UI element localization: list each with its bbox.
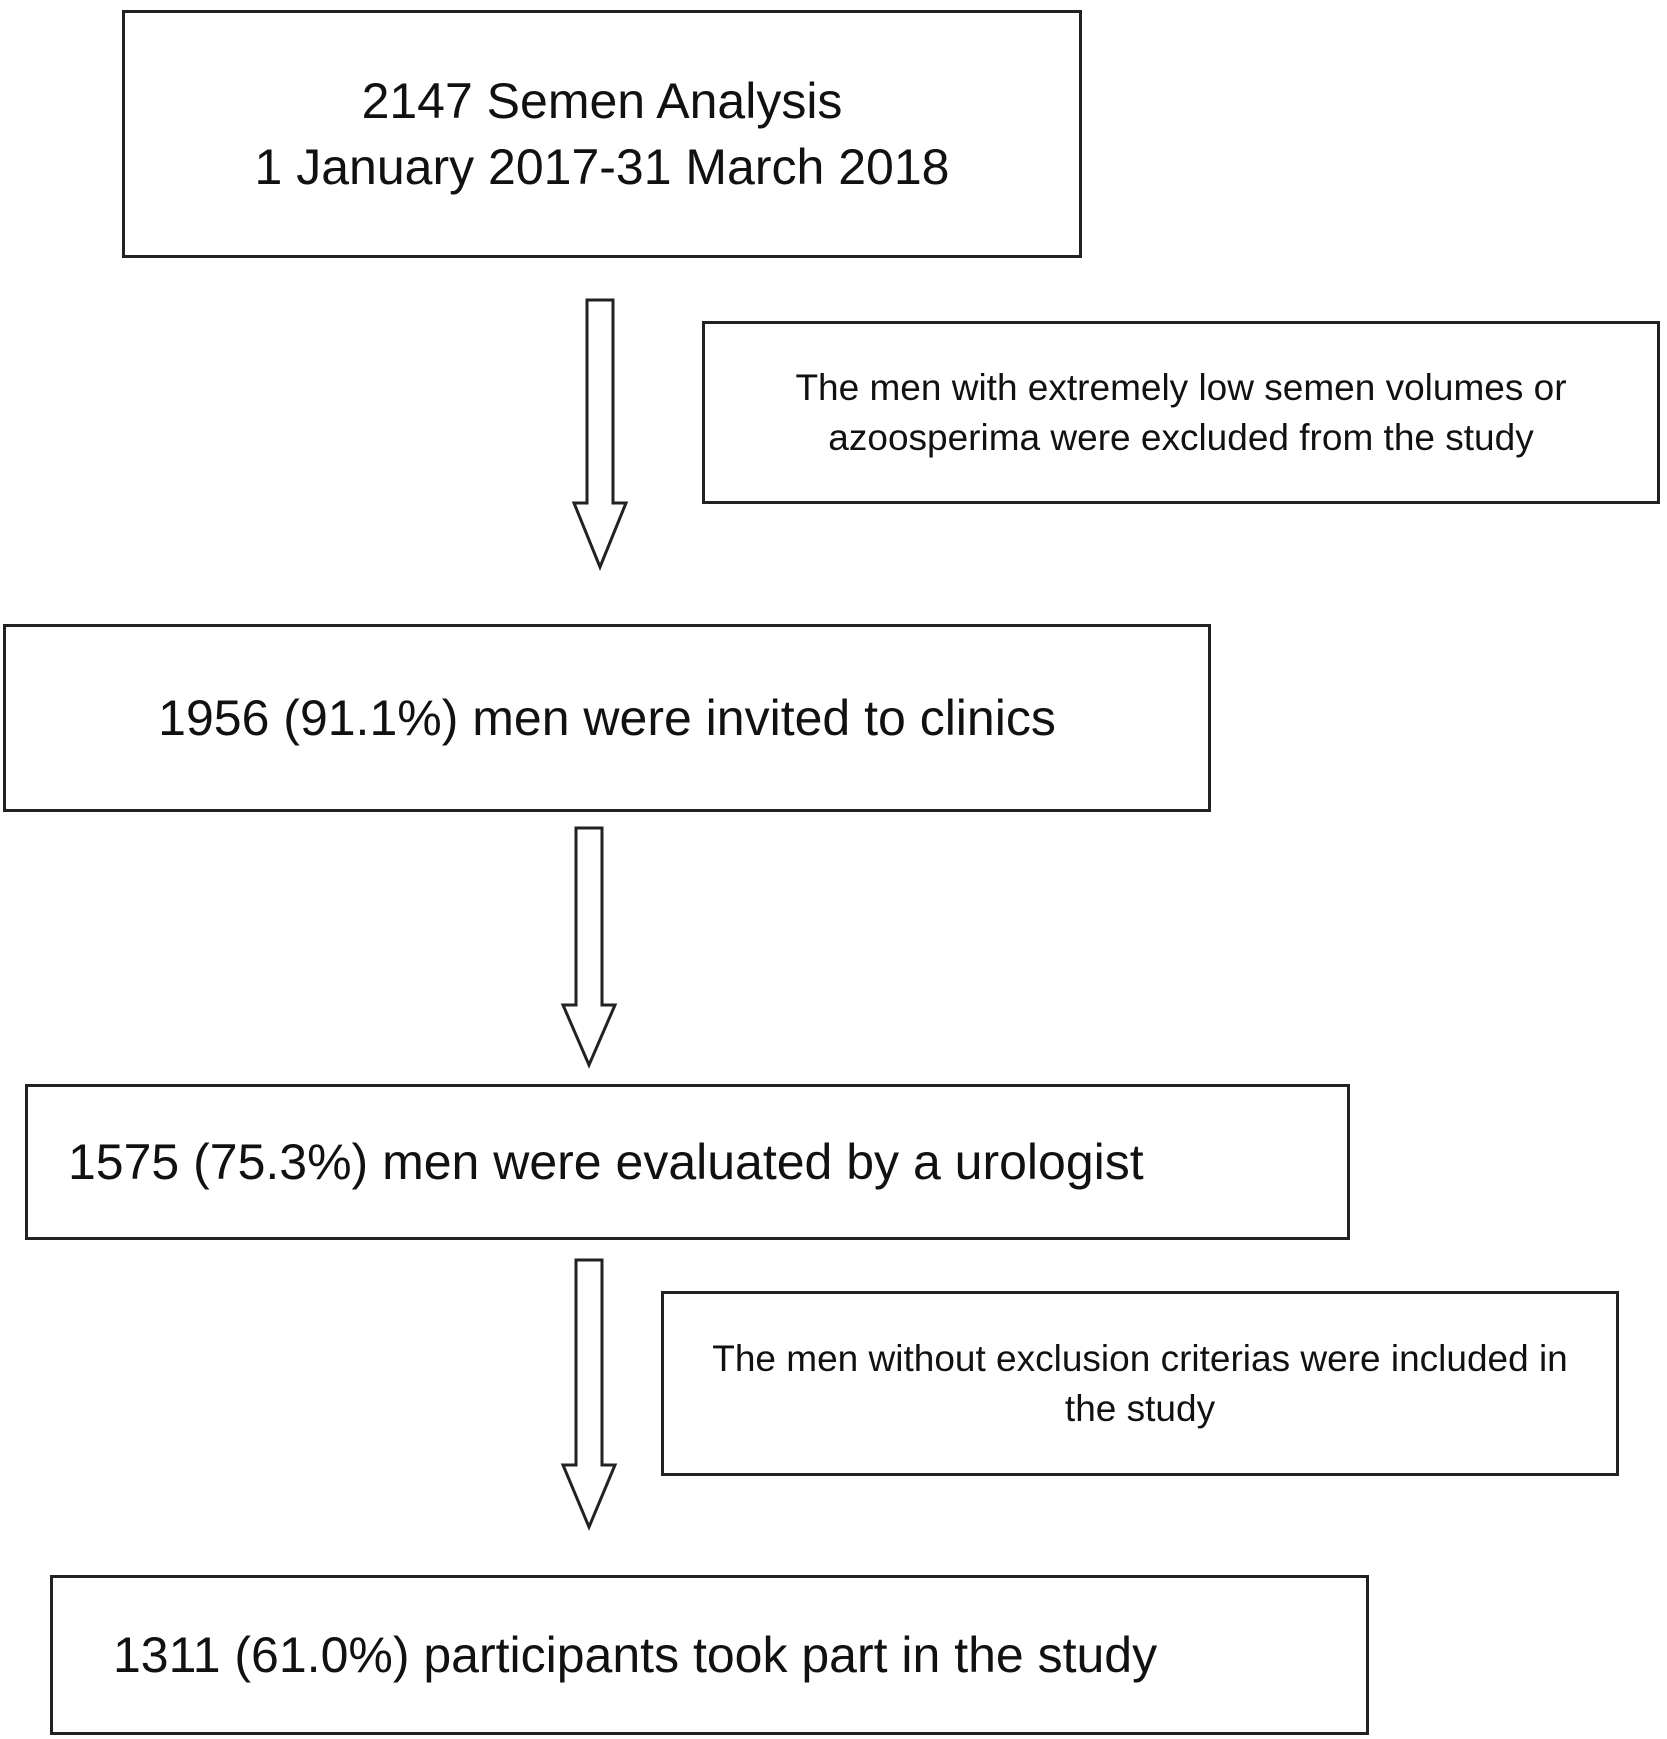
- arrow-down-1: [571, 298, 629, 571]
- side-note-exclusion: The men with extremely low semen volumes…: [702, 321, 1660, 504]
- step-box-line: 1956 (91.1%) men were invited to clinics: [158, 690, 1056, 746]
- side-note-line: The men without exclusion criterias were…: [712, 1337, 1568, 1379]
- step-box-line: 1575 (75.3%) men were evaluated by a uro…: [68, 1134, 1144, 1190]
- side-note-line: the study: [1064, 1387, 1216, 1429]
- arrow-down-3: [560, 1258, 618, 1531]
- step-box-line: 1 January 2017-31 March 2018: [254, 139, 950, 195]
- step-box-participants: 1311 (61.0%) participants took part in t…: [50, 1575, 1369, 1735]
- step-box-invited: 1956 (91.1%) men were invited to clinics: [3, 624, 1211, 812]
- step-box-semen-analysis: 2147 Semen Analysis 1 January 2017-31 Ma…: [122, 10, 1082, 258]
- step-box-line: 2147 Semen Analysis: [361, 73, 843, 129]
- side-note-line: The men with extremely low semen volumes…: [795, 366, 1567, 408]
- side-note-line: azoosperima were excluded from the study: [828, 416, 1534, 458]
- side-note-inclusion: The men without exclusion criterias were…: [661, 1291, 1619, 1476]
- step-box-line: 1311 (61.0%) participants took part in t…: [113, 1627, 1158, 1683]
- arrow-down-2: [560, 826, 618, 1069]
- step-box-evaluated: 1575 (75.3%) men were evaluated by a uro…: [25, 1084, 1350, 1240]
